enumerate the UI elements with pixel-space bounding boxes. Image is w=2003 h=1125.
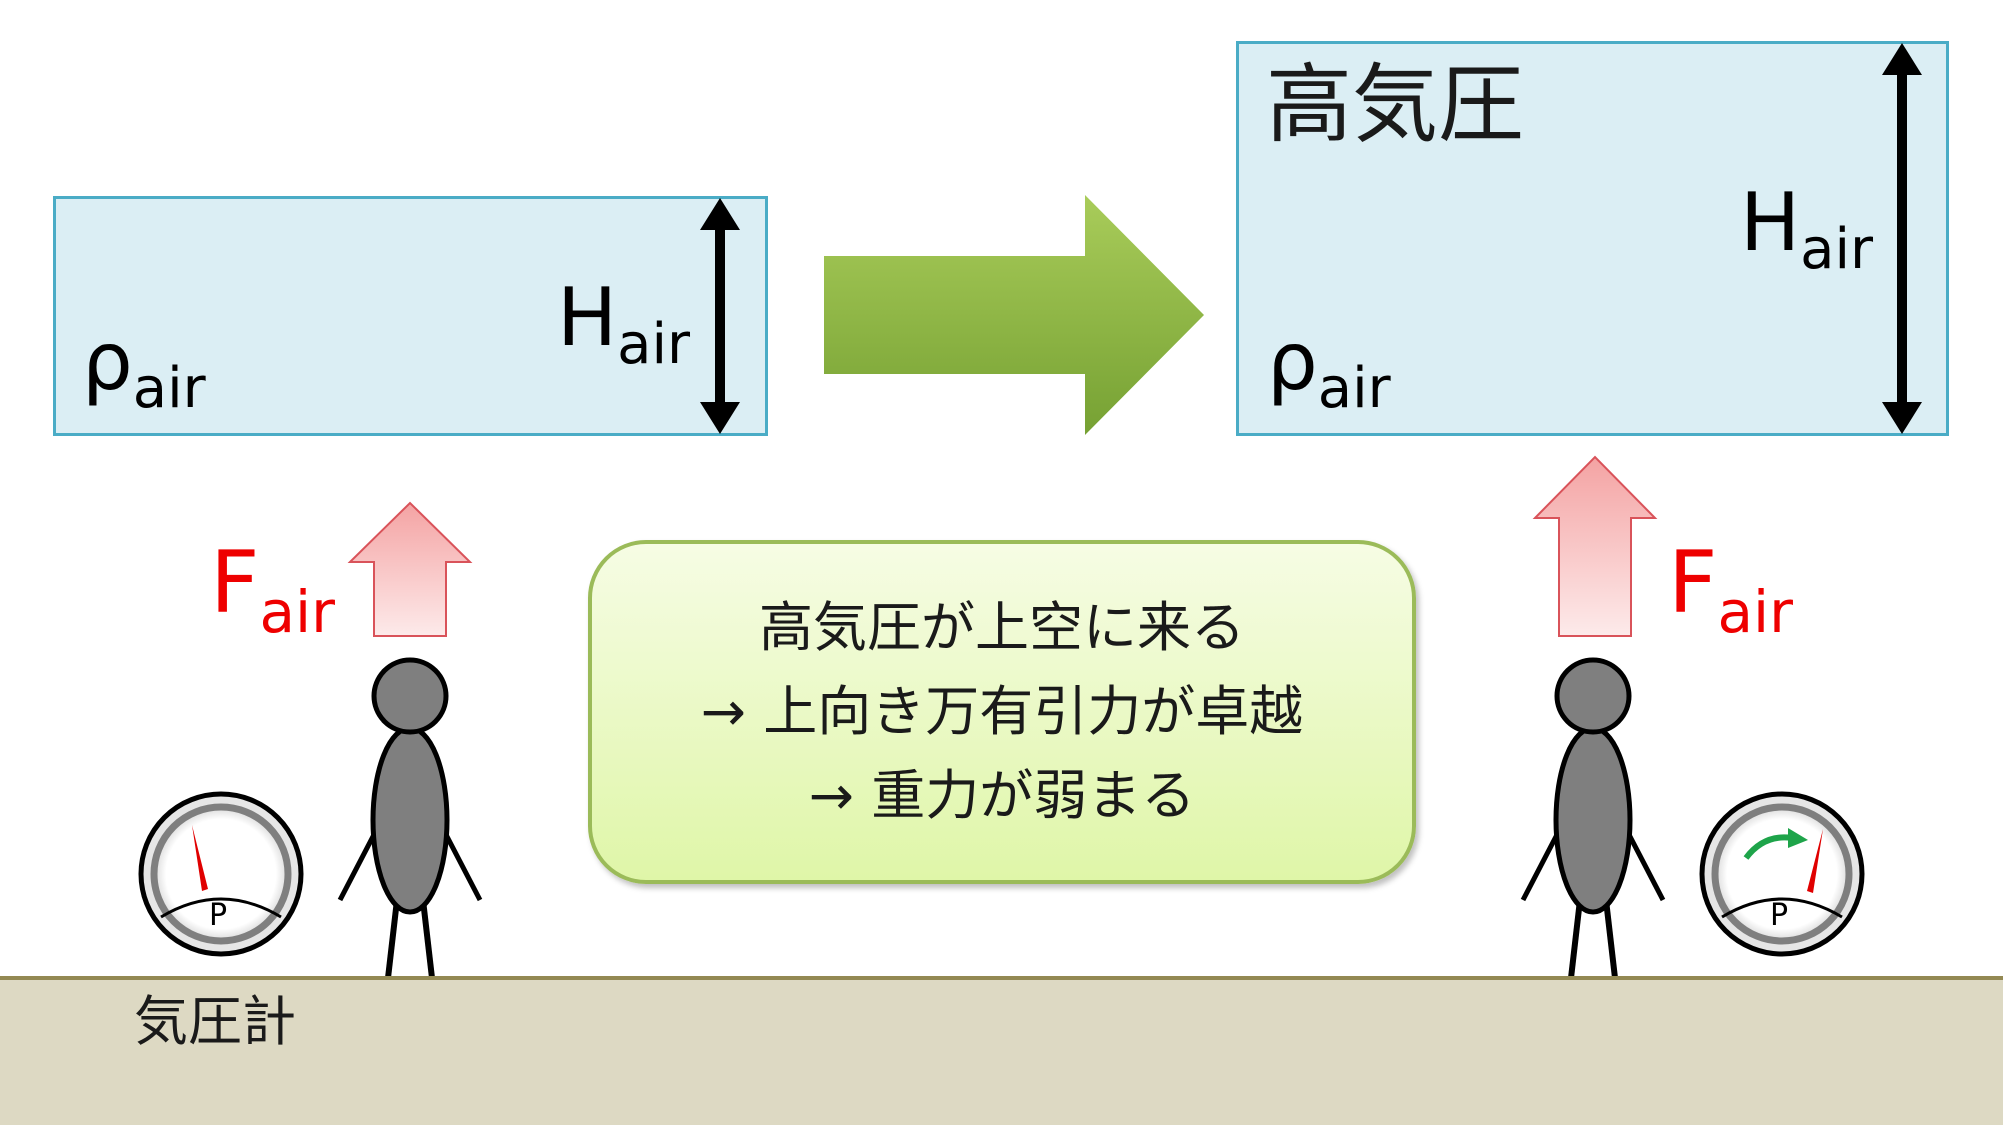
- right-height-arrow: [1882, 43, 1922, 434]
- transition-arrow: [824, 195, 1204, 435]
- callout-line-1: 高気圧が上空に来る: [759, 596, 1245, 659]
- barometer-label: 気圧計: [134, 990, 296, 1053]
- left-force-arrow: [347, 501, 473, 637]
- right-force-arrow: [1532, 455, 1658, 637]
- right-density-label: ρair: [1267, 315, 1391, 421]
- right-height-label: Hair: [1740, 176, 1874, 282]
- right-gauge-rise-arrow-icon: [1743, 828, 1808, 860]
- left-barometer-gauge: P: [136, 789, 306, 959]
- left-person-figure: [337, 657, 483, 979]
- callout-line-2: → 上向き万有引力が卓越: [700, 680, 1304, 743]
- left-gauge-label: P: [209, 898, 228, 933]
- explanation-callout: 高気圧が上空に来る → 上向き万有引力が卓越 → 重力が弱まる: [588, 540, 1416, 884]
- left-gauge-dial-icon: [138, 791, 304, 957]
- left-air-column: [53, 196, 768, 436]
- right-air-column: [1236, 41, 1949, 436]
- high-pressure-title: 高気圧: [1266, 55, 1524, 155]
- left-density-label: ρair: [82, 315, 206, 421]
- ground: [0, 976, 2003, 1125]
- right-gauge-label: P: [1770, 898, 1789, 933]
- left-height-label: Hair: [557, 271, 691, 377]
- right-person-figure: [1520, 657, 1666, 979]
- right-force-label: Fair: [1668, 533, 1793, 646]
- left-force-label: Fair: [210, 533, 335, 646]
- left-height-arrow: [700, 198, 740, 434]
- right-barometer-gauge: P: [1697, 789, 1867, 959]
- callout-line-3: → 重力が弱まる: [808, 764, 1196, 827]
- right-gauge-dial-icon: [1699, 791, 1865, 957]
